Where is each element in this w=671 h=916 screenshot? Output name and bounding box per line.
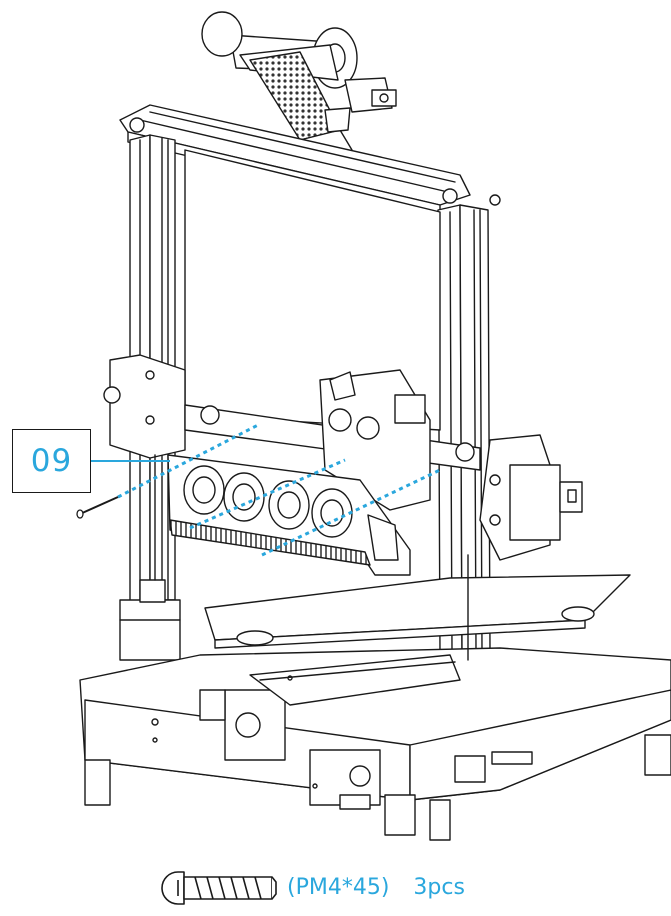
step-number: 09 <box>30 443 73 479</box>
screw-quantity: 3pcs <box>413 875 465 900</box>
left-z-mount <box>103 354 186 661</box>
x-gantry <box>184 369 481 511</box>
fan-shroud <box>167 454 411 576</box>
screw-spec: (PM4*45) <box>287 875 390 900</box>
right-upright <box>437 204 491 656</box>
right-x-motor <box>479 434 583 561</box>
gantry-frame-inner <box>184 149 441 431</box>
loose-screw <box>76 496 119 519</box>
screw-spec-label: (PM4*45) 3pcs <box>287 875 465 900</box>
step-callout-box: 09 <box>12 429 91 493</box>
printer-base <box>79 647 671 841</box>
screw-insertion-paths <box>117 423 441 557</box>
screw-icon <box>161 871 277 905</box>
